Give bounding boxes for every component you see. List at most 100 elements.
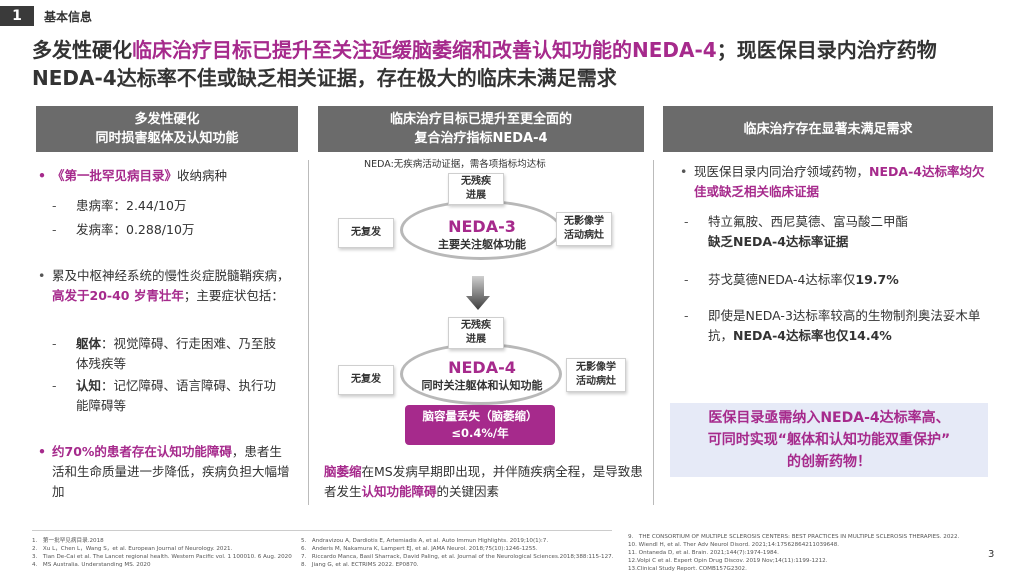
neda4-sub: 同时关注躯体和认知功能 (421, 379, 543, 392)
neda-definition: NEDA:无疾病活动证据，需各项指标均达标 (364, 159, 546, 170)
right-fingolimod: 芬戈莫德NEDA-4达标率仅19.7% (684, 270, 988, 290)
right-bullet-current-drugs: 现医保目录内同治疗领域药物，NEDA-4达标率均欠佳或缺乏相关临床证据 (680, 162, 992, 202)
column-header-neda: 临床治疗目标已提升至更全面的 复合治疗指标NEDA-4 (318, 106, 644, 152)
right-dash-bold: NEDA-4达标率也仅14.4% (733, 328, 892, 343)
title-part1: 多发性硬化 (32, 38, 132, 62)
column-header-line1: 多发性硬化 (134, 112, 200, 127)
neda3-core: NEDA-3 主要关注躯体功能 (414, 217, 550, 252)
down-arrow-icon (466, 276, 490, 310)
column-header-line1: 临床治疗目标已提升至更全面的 (389, 112, 572, 127)
left-bullet-cognitive: 约70%的患者存在认知功能障碍，患者生活和生命质量进一步降低，疾病负担大幅增加 (38, 442, 292, 502)
column-header-line2: 同时损害躯体及认知功能 (95, 131, 239, 146)
left-symptom-cognition: 认知：记忆障碍、语言障碍、执行功能障碍等 (52, 376, 286, 416)
title-part3: ；现医保目录内治疗药物NEDA-4达标率不佳或缺乏相关证据，存在极大的临床未满足… (32, 38, 937, 90)
section-label: 基本信息 (44, 10, 93, 24)
left-bullet-text: ，患者生活和生命质量进一步降低，疾病负担大幅增加 (52, 444, 290, 499)
left-bullet-rare-disease: 《第一批罕见病目录》收纳病种 (38, 166, 292, 186)
reference-item: 5. Andravizou A, Dardiotis E, Artemiadis… (301, 538, 549, 544)
left-symptom-text: ：视觉障碍、行走困难、乃至肢体残疾等 (76, 336, 277, 371)
right-bullet-pink: NEDA-4达标率均欠佳或缺乏相关临床证据 (694, 164, 985, 199)
left-bullet-pink: 约70%的患者存在认知功能障碍 (52, 444, 232, 459)
reference-item: 1. 第一批罕见病目录.2018 (32, 538, 104, 544)
left-symptom-bold: 认知 (76, 378, 102, 393)
column-divider (653, 160, 654, 505)
callout-line3: 的创新药物！ (787, 454, 871, 470)
right-bullet-text: 现医保目录内同治疗领域药物， (694, 164, 870, 179)
atrophy-line1: 脑容量丢失（脑萎缩） (422, 409, 538, 423)
neda4-label: NEDA-4 (448, 358, 516, 377)
left-bullet-pink: 《第一批罕见病目录》 (52, 168, 178, 183)
reference-item: 12.Volpi C et al. Expert Opin Drug Disco… (628, 558, 828, 564)
node-no-relapse: 无复发 (338, 218, 394, 248)
left-prevalence: 患病率：2.44/10万 (52, 196, 286, 216)
reference-item: 10. Wiendl H, et al. Ther Adv Neurol Dis… (628, 542, 840, 548)
left-bullet-text: ；主要症状包括： (183, 288, 284, 303)
column-header-unmet-need: 临床治疗存在显著未满足需求 (663, 106, 993, 152)
left-bullet-pink: 高发于20-40 岁青壮年 (52, 288, 184, 303)
middle-conclusion: 脑萎缩在MS发病早期即出现，并伴随疾病全程，是导致患者发生认知功能障碍的关键因素 (324, 462, 644, 502)
node-text: 无影像学 (564, 216, 604, 227)
left-bullet-text: 累及中枢神经系统的慢性炎症脱髓鞘疾病， (52, 268, 290, 283)
left-symptom-text: ：记忆障碍、语言障碍、执行功能障碍等 (76, 378, 277, 413)
node-text: 活动病灶 (564, 230, 604, 241)
column-header-line1: 临床治疗存在显著未满足需求 (743, 121, 913, 137)
node-text: 无残疾 (461, 320, 491, 331)
neda3-sub: 主要关注躯体功能 (438, 238, 526, 251)
atrophy-line2: ≤0.4%/年 (451, 426, 509, 440)
left-symptom-body: 躯体：视觉障碍、行走困难、乃至肢体残疾等 (52, 334, 286, 374)
reference-item: 3. Tian De-Cai et al. The Lancet regiona… (32, 554, 292, 560)
neda3-ring (400, 200, 562, 260)
column-header-ms: 多发性硬化 同时损害躯体及认知功能 (36, 106, 298, 152)
node-text: 进展 (466, 334, 486, 345)
references-col3: 9. THE CONSORTIUM OF MULTIPLE SCLEROSIS … (628, 533, 1018, 573)
neda3-label: NEDA-3 (448, 217, 516, 236)
node-no-mri-activity: 无影像学活动病灶 (566, 358, 626, 392)
left-bullet-text: 收纳病种 (177, 168, 228, 183)
node-no-mri-activity: 无影像学活动病灶 (556, 212, 612, 246)
left-incidence: 发病率：0.288/10万 (52, 220, 286, 240)
footer-divider (32, 530, 612, 531)
references-col1: 1. 第一批罕见病目录.2018 2. Xu L，Chen L，Wang S，e… (32, 537, 302, 569)
reference-item: 7. Riccardo Manca, Basil Sharrack, David… (301, 554, 614, 560)
node-text: 活动病灶 (576, 376, 616, 387)
middle-text: 的关键因素 (436, 484, 500, 499)
column-divider (308, 160, 309, 505)
node-text: 无影像学 (576, 362, 616, 373)
column-header-line2: 复合治疗指标NEDA-4 (414, 131, 548, 146)
middle-pink: 脑萎缩 (324, 464, 362, 479)
right-dash-bold: 19.7% (855, 272, 899, 287)
references-col2: 5. Andravizou A, Dardiotis E, Artemiadis… (301, 537, 621, 569)
page-title: 多发性硬化临床治疗目标已提升至关注延缓脑萎缩和改善认知功能的NEDA-4；现医保… (32, 36, 1007, 92)
right-dash-text: 芬戈莫德NEDA-4达标率仅 (708, 272, 856, 287)
page-number: 3 (988, 549, 995, 560)
reimbursement-callout: 医保目录亟需纳入NEDA-4达标率高、 可同时实现“躯体和认知功能双重保护” 的… (670, 403, 988, 477)
right-no-evidence-drugs: 特立氟胺、西尼莫德、富马酸二甲酯 缺乏NEDA-4达标率证据 (684, 212, 988, 252)
reference-item: 8. Jiang G, et al. ECTRIMS 2022. EP0870. (301, 562, 419, 568)
node-no-relapse: 无复发 (338, 365, 394, 395)
reference-item: 6. Anderis M, Nakamura K, Lampert EJ, et… (301, 546, 538, 552)
reference-item: 4. MS Australia. Understanding MS. 2020 (32, 562, 151, 568)
reference-item: 13.Clinical Study Report. COMB157G2302. (628, 566, 747, 572)
middle-pink: 认知功能障碍 (361, 484, 437, 499)
neda4-core: NEDA-4 同时关注躯体和认知功能 (404, 358, 560, 393)
node-text: 无残疾 (461, 176, 491, 187)
reference-item: 11. Ontaneda D, et al. Brain. 2021;144(7… (628, 550, 779, 556)
brain-atrophy-box: 脑容量丢失（脑萎缩） ≤0.4%/年 (405, 405, 555, 445)
node-no-disability-progression: 无残疾进展 (448, 317, 504, 349)
left-bullet-disease-desc: 累及中枢神经系统的慢性炎症脱髓鞘疾病， 高发于20-40 岁青壮年；主要症状包括： (38, 266, 292, 306)
reference-item: 2. Xu L，Chen L，Wang S，et al. European Jo… (32, 546, 233, 552)
left-symptom-bold: 躯体 (76, 336, 102, 351)
right-dash-bold: 缺乏NEDA-4达标率证据 (708, 234, 849, 249)
right-dash-text: 即使是NEDA-3达标率较高的生物制剂奥法妥木单抗， (708, 308, 981, 343)
callout-line1: 医保目录亟需纳入NEDA-4达标率高、 (708, 410, 950, 426)
reference-item: 9. THE CONSORTIUM OF MULTIPLE SCLEROSIS … (628, 534, 960, 540)
title-part2: 临床治疗目标已提升至关注延缓脑萎缩和改善认知功能的NEDA-4 (132, 38, 717, 62)
middle-text: 在MS发病早期即出现，并伴随疾病全程，是导致患者发生 (324, 464, 643, 499)
right-dash-text: 特立氟胺、西尼莫德、富马酸二甲酯 (708, 214, 909, 229)
node-no-disability-progression: 无残疾进展 (448, 173, 504, 205)
node-text: 进展 (466, 190, 486, 201)
callout-line2: 可同时实现“躯体和认知功能双重保护” (707, 432, 951, 448)
section-number: 1 (0, 6, 34, 26)
neda4-ring (400, 343, 562, 405)
right-ofatumumab: 即使是NEDA-3达标率较高的生物制剂奥法妥木单抗，NEDA-4达标率也仅14.… (684, 306, 992, 346)
